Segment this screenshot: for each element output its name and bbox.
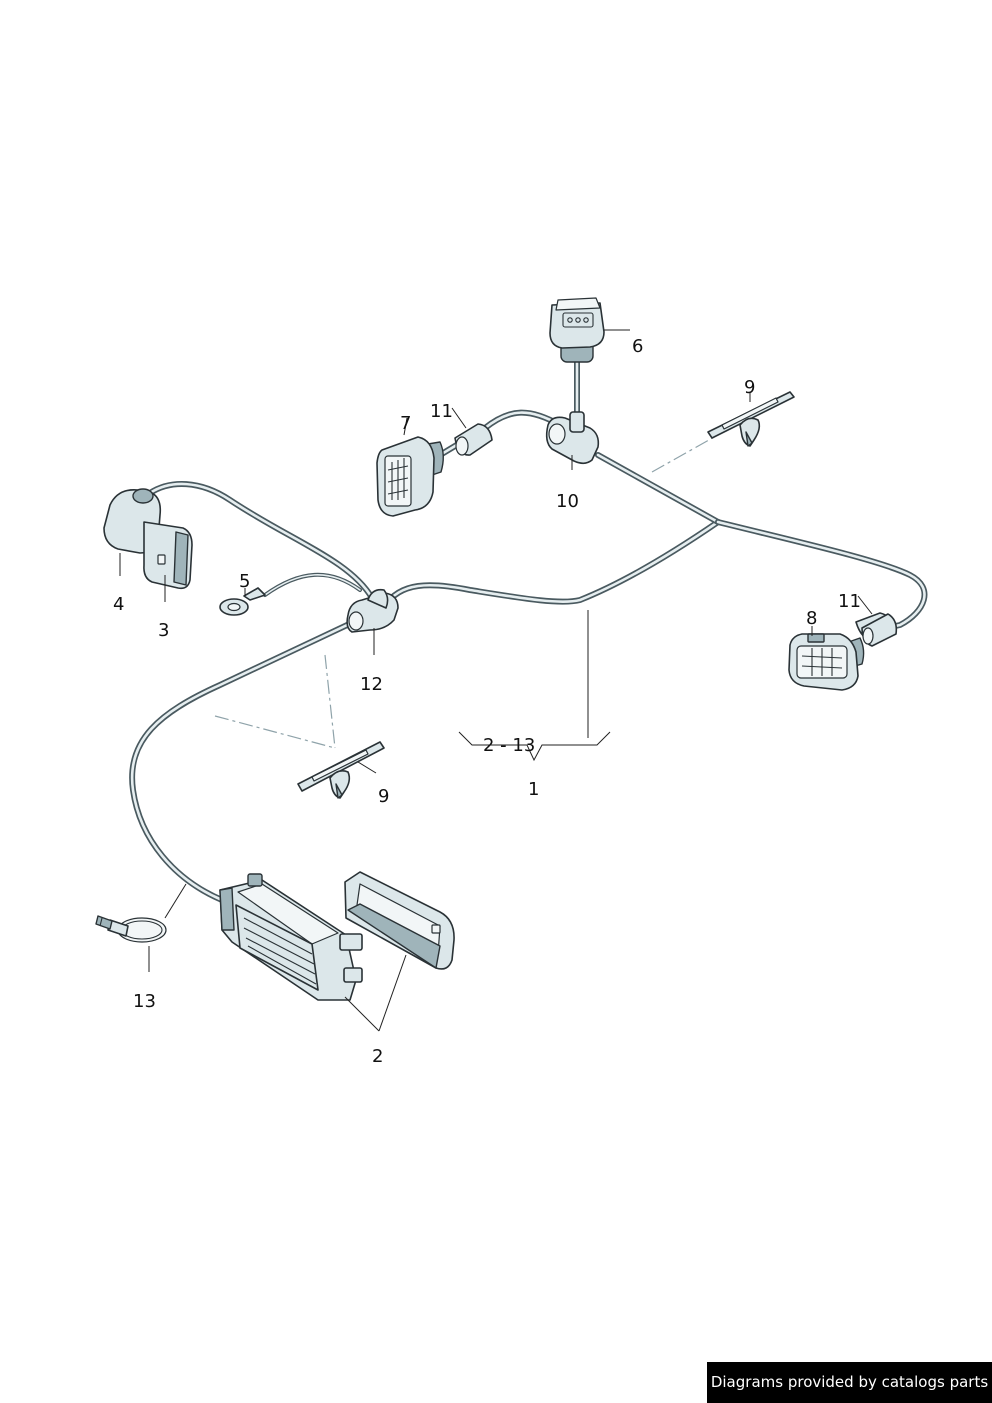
callout-8: 8 xyxy=(806,608,817,629)
callout-6: 6 xyxy=(632,336,643,357)
connector-6 xyxy=(549,297,605,363)
callout-5: 5 xyxy=(239,571,250,592)
ground-terminal-5 xyxy=(219,587,266,616)
grommet-11-upper xyxy=(454,423,493,456)
clip-9-lower xyxy=(297,741,385,799)
connector-7 xyxy=(376,436,444,517)
connector-cover xyxy=(344,871,455,970)
junction-12 xyxy=(346,588,399,633)
wiring-harness-cables xyxy=(129,357,928,903)
callout-1: 1 xyxy=(528,779,539,800)
callout-11-right: 11 xyxy=(838,591,861,612)
callout-4: 4 xyxy=(113,594,124,615)
ecu-connector-2 xyxy=(219,873,363,1001)
callout-13: 13 xyxy=(133,991,156,1012)
callout-12: 12 xyxy=(360,674,383,695)
connector-3 xyxy=(143,521,193,590)
callout-7: 7 xyxy=(400,413,411,434)
callout-2: 2 xyxy=(372,1046,383,1067)
grommet-11-right xyxy=(861,613,898,647)
clip-10 xyxy=(545,411,600,465)
assembly-lines xyxy=(214,435,717,749)
credit-banner: Diagrams provided by catalogs parts xyxy=(707,1362,992,1403)
callout-10: 10 xyxy=(556,491,579,512)
callout-labels: 6 9 11 7 10 4 3 5 12 11 8 2 - 13 1 9 13 … xyxy=(113,336,861,1067)
clip-9-upper xyxy=(707,391,795,447)
callout-9-lower: 9 xyxy=(378,786,389,807)
callout-9-upper: 9 xyxy=(744,377,755,398)
callout-11-upper: 11 xyxy=(430,401,453,422)
cable-tie-13 xyxy=(95,915,167,943)
callout-range: 2 - 13 xyxy=(483,735,535,756)
leader-lines xyxy=(119,329,873,1032)
callout-3: 3 xyxy=(158,620,169,641)
